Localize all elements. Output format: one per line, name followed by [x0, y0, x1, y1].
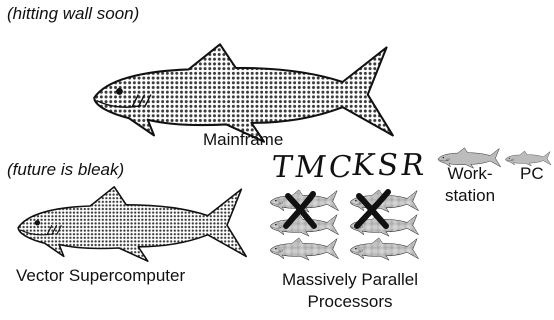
- label-vector-supercomputer: Vector Supercomputer: [16, 266, 185, 286]
- label-mpp-line2: Processors: [262, 292, 438, 312]
- note-hitting-wall: (hitting wall soon): [7, 4, 139, 24]
- note-future-bleak: (future is bleak): [7, 160, 124, 180]
- label-workstation-line1: Work-: [440, 164, 500, 184]
- mpp-shark-icon: [270, 238, 338, 260]
- label-mainframe: Mainframe: [203, 130, 283, 150]
- label-workstation: Work- station: [440, 164, 500, 206]
- label-pc: PC: [520, 164, 544, 184]
- handwritten-ksr: KSR: [350, 148, 429, 183]
- mpp-shark-icon: [350, 238, 418, 260]
- label-mpp: Massively Parallel Processors: [262, 270, 438, 312]
- label-mpp-line1: Massively Parallel: [262, 270, 438, 290]
- label-workstation-line2: station: [440, 186, 500, 206]
- handwritten-tmc: TMC: [270, 150, 358, 185]
- vector-shark-icon: [18, 187, 246, 261]
- mainframe-shark-icon: [94, 44, 393, 141]
